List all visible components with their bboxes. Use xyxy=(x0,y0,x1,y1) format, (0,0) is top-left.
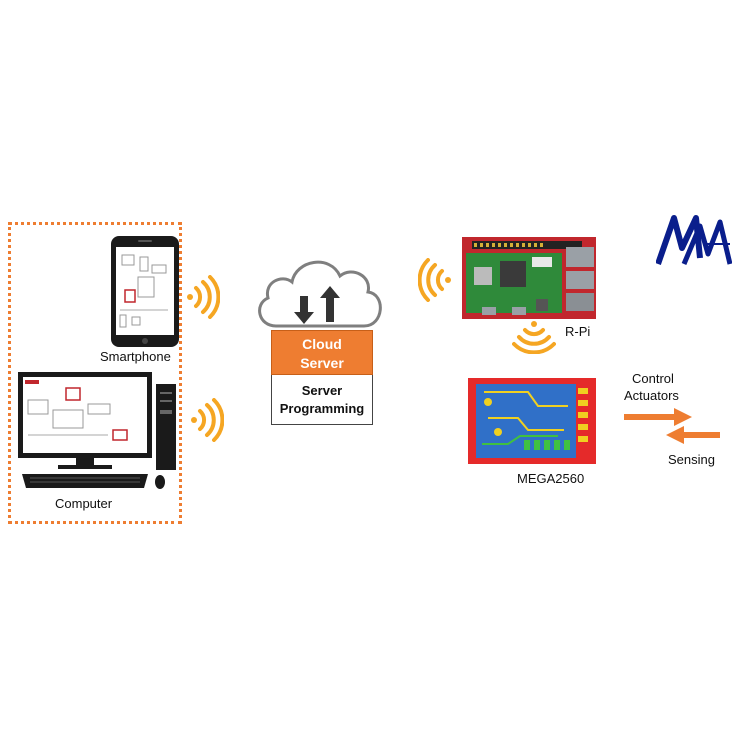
wifi-signal-icon xyxy=(512,321,556,354)
cloud-title-line2: Server xyxy=(300,355,344,371)
smartphone-label: Smartphone xyxy=(100,349,171,364)
raspberry-pi-board-icon xyxy=(462,237,596,319)
rpi-label: R-Pi xyxy=(565,324,591,339)
wifi-signal-icon xyxy=(418,258,451,302)
cloud-server-title: Cloud Server xyxy=(271,330,373,375)
arrow-left-icon xyxy=(666,426,720,444)
computer-label: Computer xyxy=(55,496,113,511)
wifi-signal-icon xyxy=(187,275,220,319)
cloud-icon xyxy=(258,260,382,328)
control-label: Control xyxy=(632,371,674,386)
company-logo xyxy=(656,215,732,265)
server-programming-box: Server Programming xyxy=(271,375,373,425)
cloud-title-line1: Cloud xyxy=(302,336,342,352)
sensing-label: Sensing xyxy=(668,452,715,467)
mega2560-board-icon xyxy=(468,378,596,464)
wifi-signal-icon xyxy=(191,398,224,442)
client-devices-group xyxy=(8,222,182,524)
actuators-label: Actuators xyxy=(624,388,679,403)
arrow-right-icon xyxy=(624,408,692,426)
server-sub-line2: Programming xyxy=(279,401,365,416)
computer-icon xyxy=(18,372,176,489)
smartphone-icon xyxy=(111,236,179,347)
mega-label: MEGA2560 xyxy=(517,471,585,486)
server-sub-line1: Server xyxy=(301,383,343,398)
